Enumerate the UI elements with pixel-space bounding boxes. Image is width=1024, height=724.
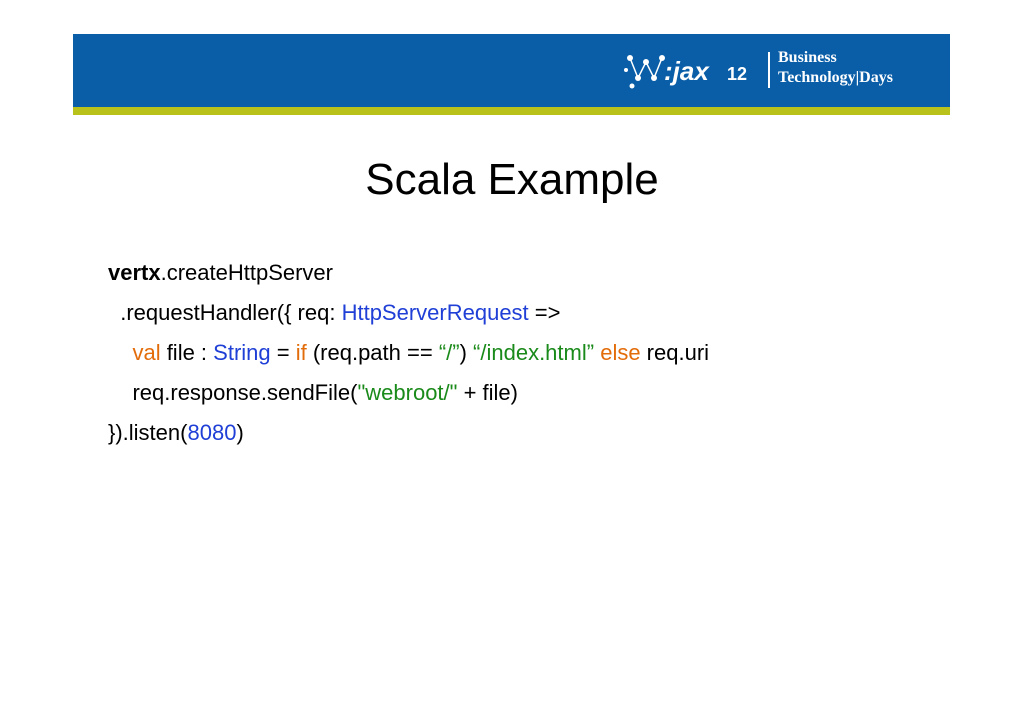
code-line-4: req.response.sendFile("webroot/" + file) [108, 373, 709, 413]
code-block: vertx.createHttpServer .requestHandler({… [108, 253, 709, 453]
code-token-number: 8080 [187, 420, 237, 445]
header-stripe [73, 107, 950, 115]
svg-text::jax: :jax [664, 56, 710, 86]
code-token: => [528, 300, 561, 325]
logo-tagline: Business Technology|Days [778, 48, 893, 88]
code-token-string: “/index.html” [473, 340, 595, 365]
code-token-type: HttpServerRequest [341, 300, 529, 325]
tagline-line-2: Technology|Days [778, 69, 893, 86]
code-token-keyword: if [295, 340, 307, 365]
code-token-keyword: else [600, 340, 641, 365]
code-line-5: }).listen(8080) [108, 413, 709, 453]
header-banner [73, 34, 950, 107]
code-token: .requestHandler({ req: [108, 300, 342, 325]
code-token: = [270, 340, 296, 365]
code-token: + file) [457, 380, 518, 405]
code-indent [108, 380, 132, 405]
conference-logo: :jax 12 Business Technology|Days [620, 42, 940, 98]
wjax-logo-icon: :jax 12 [624, 55, 747, 89]
code-line-3: val file : String = if (req.path == “/”)… [108, 333, 709, 373]
code-token: vertx [108, 260, 161, 285]
code-token-keyword: val [132, 340, 161, 365]
code-token-string: “/” [438, 340, 460, 365]
code-token: ) [236, 420, 244, 445]
code-token: ) [459, 340, 474, 365]
code-token: file : [160, 340, 214, 365]
code-line-2: .requestHandler({ req: HttpServerRequest… [108, 293, 709, 333]
tagline-line-1: Business [778, 49, 837, 66]
code-token: }).listen( [108, 420, 188, 445]
code-line-1: vertx.createHttpServer [108, 253, 709, 293]
code-token: req.uri [640, 340, 710, 365]
code-token-type: String [213, 340, 271, 365]
logo-divider [768, 52, 770, 88]
code-indent [108, 340, 132, 365]
slide-title: Scala Example [365, 155, 659, 204]
svg-text:12: 12 [727, 64, 747, 84]
code-token: .createHttpServer [160, 260, 333, 285]
code-token-string: "webroot/" [357, 380, 458, 405]
code-token: (req.path == [306, 340, 439, 365]
code-token: req.response.sendFile( [132, 380, 358, 405]
